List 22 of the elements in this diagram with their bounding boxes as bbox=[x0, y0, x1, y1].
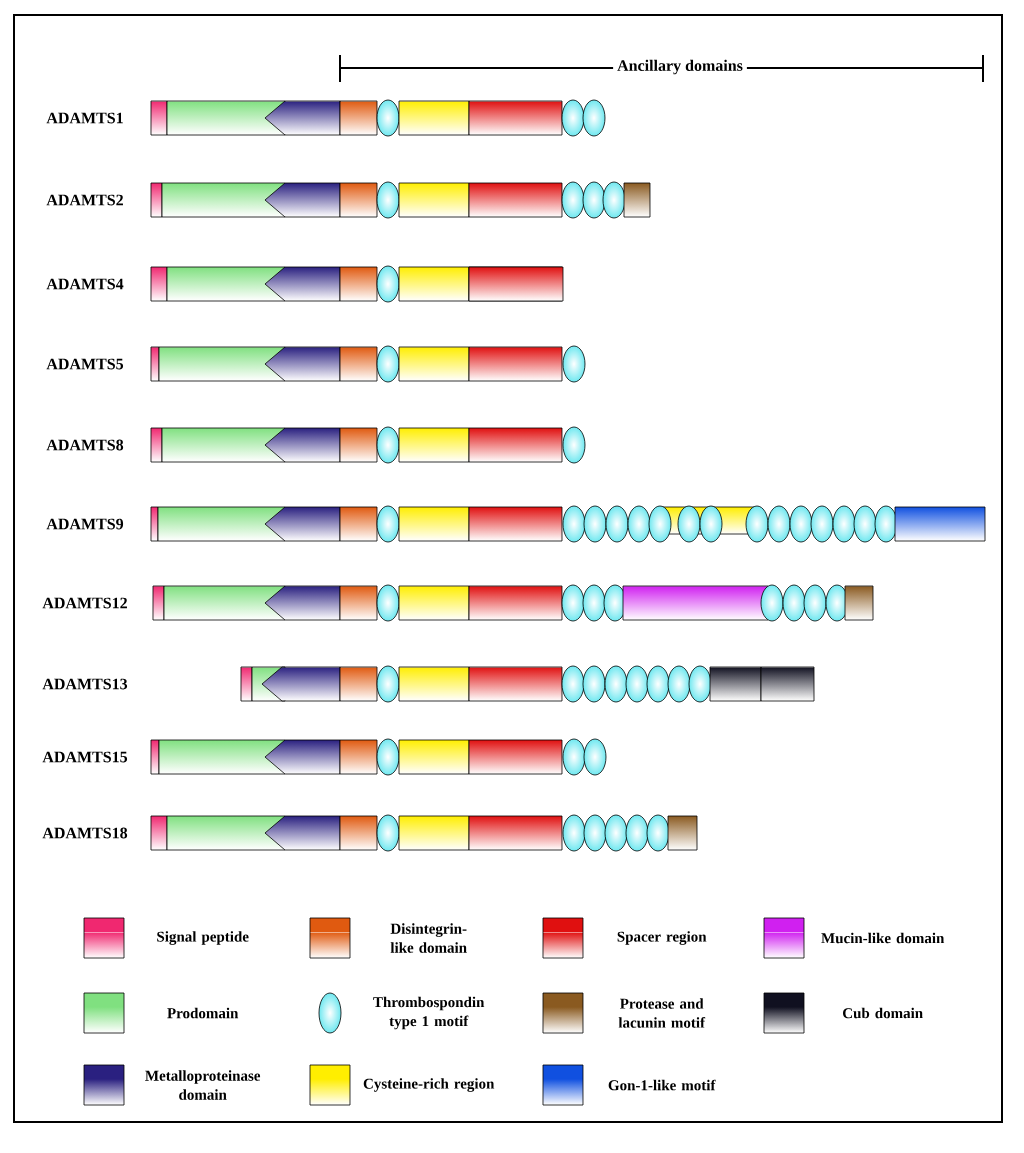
legend-label: Cysteine-rich region bbox=[363, 1078, 495, 1092]
legend-label: Disintegrin-like domain bbox=[390, 923, 467, 953]
protein-label: ADAMTS2 bbox=[46, 194, 123, 206]
protein-label: ADAMTS1 bbox=[46, 112, 123, 124]
protein-label: ADAMTS5 bbox=[46, 358, 124, 370]
legend-label: Gon-1-like motif bbox=[608, 1079, 716, 1091]
legend-label: Protease and lacunin motif bbox=[618, 998, 706, 1028]
legend-label: Cub domain bbox=[843, 1007, 923, 1019]
protein-label: ADAMTS8 bbox=[46, 439, 124, 451]
protein-label: ADAMTS15 bbox=[42, 751, 128, 763]
legend-label: Thrombospondin type 1 motif bbox=[373, 996, 485, 1030]
protein-label: ADAMTS18 bbox=[42, 827, 128, 839]
legend-label: Spacer region bbox=[617, 931, 707, 945]
legend-label: Metalloproteinase domain bbox=[145, 1070, 261, 1100]
legend-label: Prodomain bbox=[167, 1007, 239, 1019]
protein-label: ADAMTS9 bbox=[46, 518, 124, 530]
bracket-label: Ancillary domains bbox=[613, 55, 747, 79]
legend-label: Signal peptide bbox=[157, 931, 249, 945]
protein-label: ADAMTS12 bbox=[42, 597, 127, 609]
legend-label: Mucin-like domain bbox=[821, 932, 945, 944]
protein-label: ADAMTS4 bbox=[46, 278, 124, 290]
protein-label: ADAMTS13 bbox=[42, 678, 128, 690]
